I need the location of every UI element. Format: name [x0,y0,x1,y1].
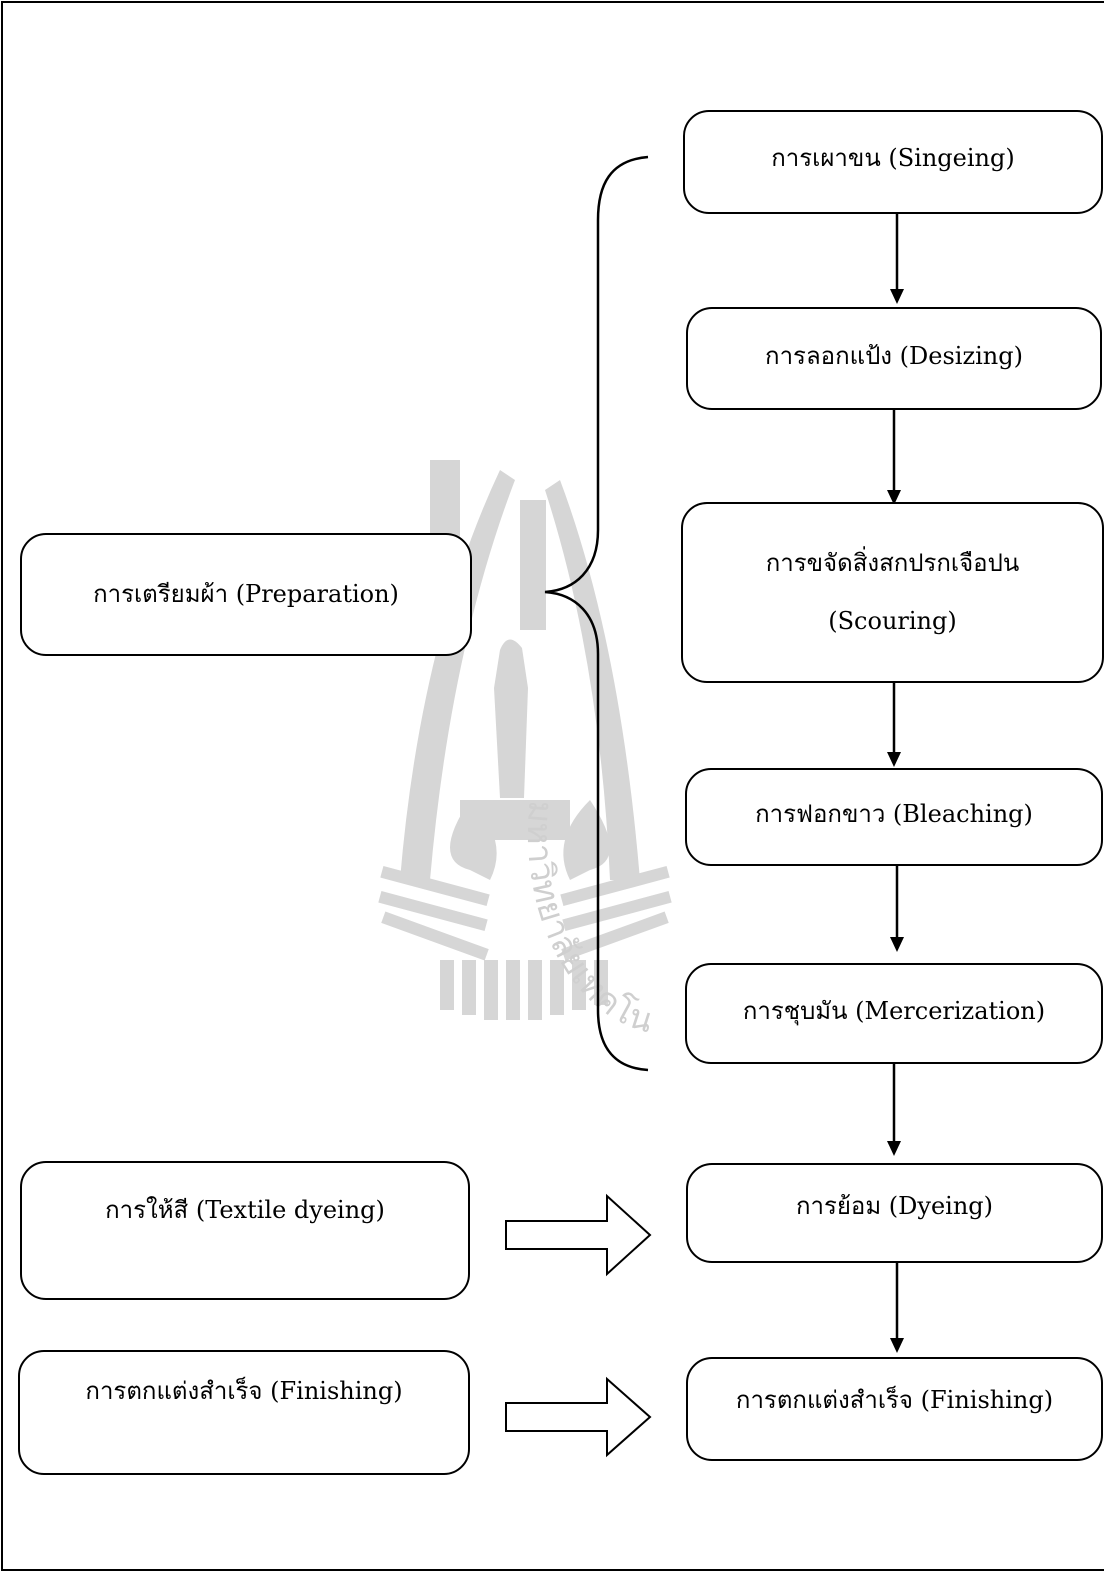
preparation-label: การเตรียมผ้า (Preparation) [93,579,399,608]
preparation-brace [544,155,649,1072]
step-singeing: การเผาขน (Singeing) [683,110,1103,214]
block-arrow-finishing [505,1376,652,1458]
step-scouring-label-line2: (Scouring) [828,606,957,635]
step-bleaching: การฟอกขาว (Bleaching) [685,768,1103,866]
step-dyeing-label: การย้อม (Dyeing) [795,1192,994,1221]
step-bleaching-label: การฟอกขาว (Bleaching) [755,800,1033,829]
finishing-left-label: การตกแต่งสำเร็จ (Finishing) [85,1376,403,1405]
step-scouring-label-line1: การขจัดสิ่งสกปรกเจือปน [765,548,1020,577]
step-mercerization-label: การชุบมัน (Mercerization) [742,996,1046,1025]
block-arrow-dyeing [505,1193,652,1277]
step-mercerization: การชุบมัน (Mercerization) [685,963,1103,1064]
step-finishing-label: การตกแต่งสำเร็จ (Finishing) [735,1386,1054,1415]
step-dyeing: การย้อม (Dyeing) [686,1163,1103,1263]
step-desizing: การลอกแป้ง (Desizing) [686,307,1102,410]
step-finishing: การตกแต่งสำเร็จ (Finishing) [686,1357,1103,1461]
step-desizing-label: การลอกแป้ง (Desizing) [765,341,1023,370]
textile-dyeing-box: การให้สี (Textile dyeing) [20,1161,470,1300]
step-scouring: การขจัดสิ่งสกปรกเจือปน (Scouring) [681,502,1104,683]
step-singeing-label: การเผาขน (Singeing) [771,144,1015,173]
textile-dyeing-label: การให้สี (Textile dyeing) [105,1195,385,1224]
finishing-left-box: การตกแต่งสำเร็จ (Finishing) [18,1350,470,1475]
preparation-box: การเตรียมผ้า (Preparation) [20,533,472,656]
